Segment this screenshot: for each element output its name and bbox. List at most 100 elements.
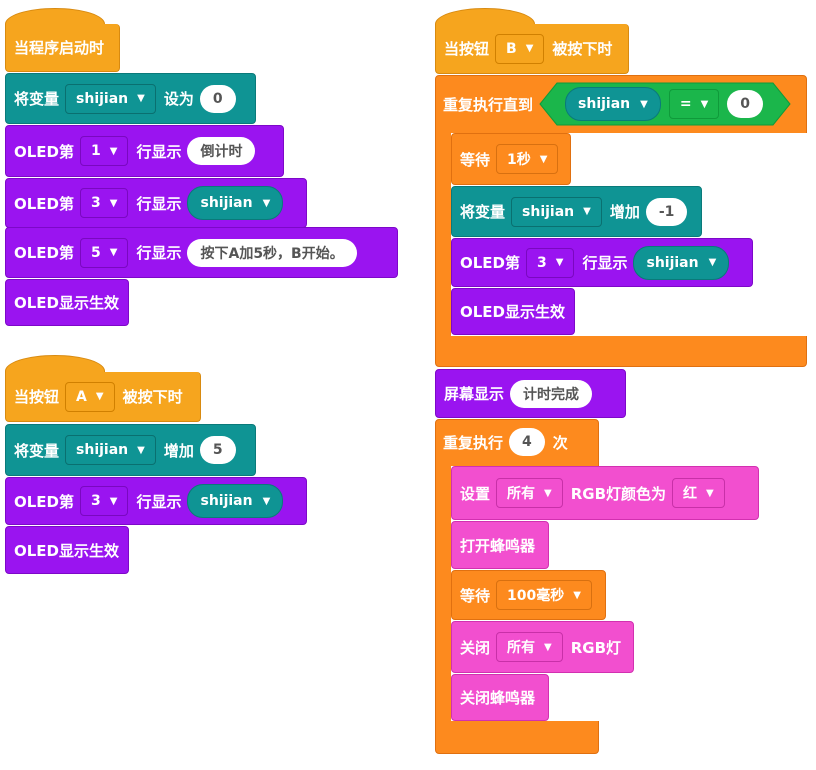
- led-select-dropdown[interactable]: 所有 ▼: [496, 632, 563, 662]
- value-input[interactable]: 0: [727, 90, 764, 118]
- text-input[interactable]: 计时完成: [510, 379, 593, 408]
- oled-line-display-block[interactable]: OLED第 3▼ 行显示 shijian▼: [5, 477, 307, 525]
- variable-dropdown[interactable]: shijian▼: [65, 435, 156, 465]
- dropdown-value: 所有: [507, 640, 536, 656]
- chevron-down-icon: ▼: [640, 98, 648, 110]
- chevron-down-icon: ▼: [544, 641, 552, 653]
- chevron-down-icon: ▼: [109, 495, 118, 507]
- dropdown-value: 3: [537, 254, 547, 271]
- block-label: 重复执行: [443, 433, 504, 452]
- wait-block[interactable]: 等待 1秒▼: [451, 133, 571, 185]
- dropdown-value: A: [76, 388, 87, 405]
- buzzer-on-block[interactable]: 打开蜂鸣器: [451, 521, 549, 569]
- oled-line-display-block[interactable]: OLED第 3▼ 行显示 shijian▼: [451, 238, 753, 287]
- variable-reporter[interactable]: shijian▼: [187, 186, 284, 220]
- dropdown-value: 1秒: [507, 152, 531, 168]
- set-variable-block[interactable]: 将变量 shijian▼ 设为 0: [5, 73, 256, 124]
- block-label: 当按钮: [14, 388, 60, 406]
- chevron-down-icon: ▼: [583, 206, 591, 217]
- block-label: OLED显示生效: [14, 294, 120, 312]
- oled-apply-block[interactable]: OLED显示生效: [5, 526, 129, 574]
- block-label: 次: [552, 433, 568, 452]
- change-variable-block[interactable]: 将变量 shijian▼ 增加 5: [5, 424, 256, 476]
- block-label: 关闭: [460, 638, 491, 657]
- oled-apply-block[interactable]: OLED显示生效: [451, 288, 575, 335]
- oled-line-display-block[interactable]: OLED第 3▼ 行显示 shijian▼: [5, 178, 307, 228]
- block-label: 打开蜂鸣器: [460, 536, 536, 555]
- line-number-dropdown[interactable]: 1▼: [80, 136, 129, 166]
- block-label: 被按下时: [122, 388, 183, 406]
- dropdown-value: 5: [91, 244, 101, 261]
- buzzer-off-block[interactable]: 关闭蜂鸣器: [451, 674, 549, 721]
- oled-apply-block[interactable]: OLED显示生效: [5, 279, 129, 326]
- chevron-down-icon: ▼: [555, 257, 564, 268]
- repeat-until-rail: [436, 130, 451, 338]
- block-label: 将变量: [460, 203, 506, 221]
- operator-dropdown[interactable]: =▼: [668, 89, 720, 119]
- block-label: 当按钮: [444, 40, 490, 58]
- line-number-dropdown[interactable]: 3▼: [526, 247, 575, 278]
- dropdown-value: 3: [91, 493, 101, 509]
- wait-block[interactable]: 等待 100毫秒▼: [451, 570, 606, 620]
- chevron-down-icon: ▼: [573, 589, 581, 601]
- repeat-until-header[interactable]: 重复执行直到 shijian▼ =▼ 0: [436, 76, 806, 132]
- value-input[interactable]: 5: [199, 436, 236, 464]
- block-label: OLED显示生效: [14, 541, 120, 560]
- dropdown-value: 1: [91, 143, 101, 159]
- line-number-dropdown[interactable]: 3▼: [80, 188, 129, 218]
- text-input[interactable]: 倒计时: [187, 137, 256, 165]
- variable-reporter[interactable]: shijian▼: [187, 484, 284, 518]
- screen-display-block[interactable]: 屏幕显示 计时完成: [435, 369, 626, 418]
- dropdown-value: 红: [683, 486, 698, 502]
- line-number-dropdown[interactable]: 5▼: [80, 237, 129, 268]
- hat-label: 当程序启动时: [14, 39, 105, 57]
- block-label: 将变量: [14, 441, 60, 460]
- dropdown-value: shijian: [522, 203, 575, 220]
- block-label: OLED第: [14, 492, 75, 511]
- block-label: 增加: [609, 203, 640, 221]
- count-input[interactable]: 4: [509, 428, 545, 456]
- value-input[interactable]: 0: [199, 84, 236, 113]
- reporter-value: shijian: [200, 493, 253, 509]
- variable-dropdown[interactable]: shijian ▼: [511, 196, 602, 227]
- oled-line-display-block[interactable]: OLED第 5▼ 行显示 按下A加5秒，B开始。: [5, 227, 398, 278]
- block-label: 重复执行直到: [443, 95, 534, 114]
- block-label: 行显示: [136, 492, 182, 511]
- compare-condition[interactable]: shijian▼ =▼ 0: [539, 82, 791, 126]
- block-label: OLED第: [14, 142, 75, 161]
- text-input[interactable]: 按下A加5秒，B开始。: [187, 238, 357, 267]
- dropdown-value: B: [506, 40, 517, 57]
- button-dropdown[interactable]: A▼: [65, 381, 115, 412]
- repeat-rail: [436, 462, 451, 724]
- led-select-dropdown[interactable]: 所有▼: [496, 478, 563, 508]
- change-variable-block[interactable]: 将变量 shijian ▼ 增加 -1: [451, 186, 702, 237]
- rgb-off-block[interactable]: 关闭 所有▼ RGB灯: [451, 621, 634, 673]
- when-button-pressed-block[interactable]: 当按钮 B▼ 被按下时: [435, 24, 629, 74]
- duration-dropdown[interactable]: 1秒▼: [496, 144, 559, 174]
- oled-line-display-block[interactable]: OLED第 1▼ 行显示 倒计时: [5, 125, 284, 177]
- dropdown-value: 100毫秒: [507, 588, 565, 604]
- button-dropdown[interactable]: B▼: [495, 33, 545, 64]
- repeat-header[interactable]: 重复执行 4 次: [436, 420, 596, 464]
- when-program-starts-block[interactable]: 当程序启动时: [5, 24, 120, 72]
- variable-dropdown[interactable]: shijian▼: [65, 83, 156, 114]
- block-label: 屏幕显示: [444, 385, 505, 403]
- dropdown-value: 3: [91, 195, 101, 211]
- duration-dropdown[interactable]: 100毫秒 ▼: [496, 580, 592, 610]
- value-input[interactable]: -1: [645, 197, 688, 226]
- chevron-down-icon: ▼: [706, 487, 714, 499]
- block-label: OLED第: [460, 254, 521, 272]
- chevron-down-icon: ▼: [109, 247, 118, 258]
- set-rgb-color-block[interactable]: 设置 所有▼ RGB灯颜色为 红▼: [451, 466, 759, 520]
- variable-reporter[interactable]: shijian▼: [565, 87, 661, 121]
- dropdown-value: shijian: [76, 90, 129, 107]
- variable-reporter[interactable]: shijian▼: [633, 245, 730, 280]
- color-dropdown[interactable]: 红▼: [672, 478, 725, 508]
- block-label: 设为: [163, 90, 194, 108]
- when-button-pressed-block[interactable]: 当按钮 A▼ 被按下时: [5, 372, 201, 422]
- dropdown-value: shijian: [76, 442, 129, 458]
- block-label: RGB灯颜色为: [570, 484, 667, 503]
- chevron-down-icon: ▼: [708, 257, 717, 268]
- line-number-dropdown[interactable]: 3▼: [80, 486, 129, 516]
- dropdown-value: 所有: [507, 486, 536, 502]
